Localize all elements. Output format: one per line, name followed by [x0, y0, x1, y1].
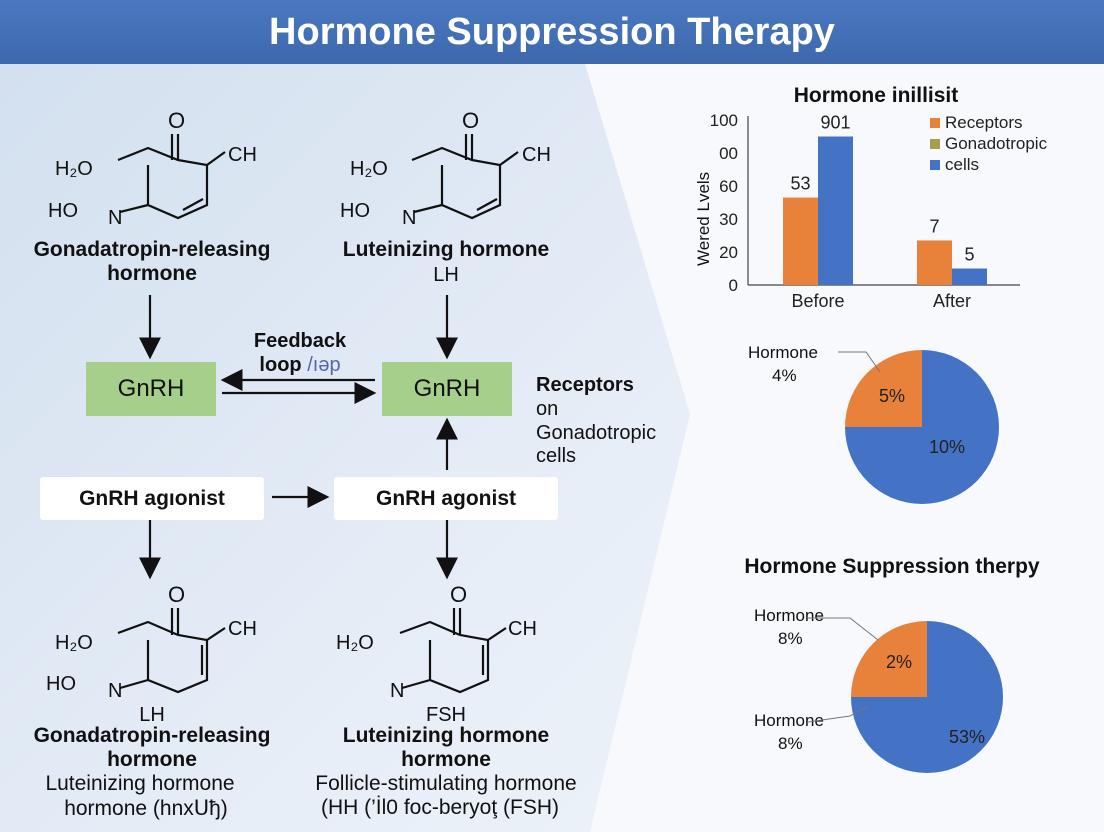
bottom-left-line3: Luteinizing hormone: [45, 772, 235, 795]
molecule-2-ch: CH: [522, 144, 551, 166]
legend-label: Receptors: [945, 113, 1022, 132]
bar-data-label: 5: [964, 245, 974, 265]
bottom-left-lh: LH: [139, 704, 165, 726]
bar-chart-title: Hormone inillisit: [793, 84, 959, 107]
page-title: Hormone Suppression Therapy: [0, 0, 1104, 64]
bar-data-label: 53: [790, 174, 810, 194]
gnrh-box-right: GnRH: [382, 362, 512, 416]
pie-slice: [851, 621, 927, 697]
molecule-2-structure: [411, 134, 519, 220]
receptors-label-line4: cells: [536, 445, 577, 467]
pie2-callout1-line1: Hormone: [754, 606, 824, 625]
legend-swatch-gonadotropic: [930, 139, 940, 149]
bottom-right-line2: hormone: [401, 748, 491, 771]
molecule-4-h2o: H₂O: [336, 632, 374, 654]
bottom-left-line2: hormone: [107, 748, 197, 771]
feedback-label-line1: Feedback: [253, 330, 347, 352]
molecule-1-ho: HO: [48, 200, 78, 222]
bar-chart-x-tick-label: Before: [791, 291, 844, 311]
bar-data-label: 901: [820, 113, 850, 133]
bottom-right-line3: Follicle-stimulating hormone: [315, 772, 577, 795]
molecule-1-h2o: H₂O: [55, 158, 93, 180]
bar-chart-y-tick-label: 100: [710, 111, 738, 130]
bar-chart-y-tick-label: 0: [729, 276, 738, 295]
bottom-left-line1: Gonadatropin-releasing: [33, 724, 271, 747]
molecule-3-h2o: H₂O: [55, 632, 93, 654]
molecule-4-ch: CH: [508, 618, 537, 640]
receptors-label-line3: Gonadotropic: [536, 422, 657, 444]
pie1-callout-line1: Hormone: [748, 343, 818, 362]
legend-label: cells: [945, 155, 979, 174]
bar-chart-y-tick-label: 60: [719, 177, 738, 196]
pie-slice-label: 10%: [929, 437, 965, 457]
molecule-4-structure: [399, 608, 507, 694]
molecule-4-oxygen: O: [450, 582, 468, 607]
molecule-1-structure: [117, 134, 226, 220]
bar-chart-x-tick-label: After: [933, 291, 971, 311]
gnrh-agonist-box-left: GnRH agıonist: [40, 477, 264, 520]
molecule-3-structure: [117, 608, 226, 694]
feedback-loop-extra: /ıəp: [307, 354, 341, 376]
receptors-label-line1: Receptors: [536, 374, 634, 396]
lh-top-label-line2: LH: [433, 264, 459, 286]
pie-callout-line: [838, 351, 881, 373]
molecule-2-ho: HO: [340, 200, 370, 222]
pie-slice-label: 53%: [949, 727, 985, 747]
bar-data-label: 7: [929, 216, 939, 236]
gnrh-box-left: GnRH: [86, 362, 216, 416]
pie-callout-line: [807, 705, 869, 723]
molecule-1-n: N: [108, 207, 123, 229]
pie2-title: Hormone Suppression therpy: [744, 555, 1040, 578]
molecule-2-h2o: H₂O: [350, 158, 388, 180]
bar-receptors-before: [783, 197, 818, 285]
bar-cells-before: [818, 136, 853, 285]
molecule-1-oxygen: O: [168, 108, 186, 133]
bar-chart-y-tick-label: 30: [719, 210, 738, 229]
legend-label: Gonadotropic: [945, 134, 1048, 153]
molecule-3-ch: CH: [228, 618, 257, 640]
pie-slice-label: 5%: [879, 386, 905, 406]
bar-chart-y-tick-label: 20: [719, 243, 738, 262]
bottom-right-line4: (HH (’İl0 foc-beryoţ (FSH): [320, 796, 560, 819]
molecule-3-ho: HO: [46, 673, 76, 695]
bottom-right-fsh: FSH: [426, 704, 466, 726]
legend-swatch-cells: [930, 160, 940, 170]
pie-slice: [845, 350, 922, 427]
molecule-3-n: N: [108, 680, 123, 702]
legend-swatch-receptors: [930, 118, 940, 128]
gnrh-top-label-line1: Gonadatropin-releasing: [33, 238, 271, 261]
feedback-loop-word: loop: [259, 354, 302, 376]
molecule-2-n: N: [402, 207, 417, 229]
pie2-callout1-line2: 8%: [778, 629, 803, 648]
receptors-label-line2: on: [536, 398, 559, 420]
feedback-label-line2: loop /ıəp: [259, 354, 340, 377]
bar-receptors-after: [917, 240, 952, 285]
molecule-4-n: N: [390, 680, 405, 702]
pie2-callout2-line1: Hormone: [754, 711, 824, 730]
bottom-right-line1: Luteinizing hormone: [342, 724, 550, 747]
pie-slice-label: 2%: [886, 652, 912, 672]
pie2-callout2-line2: 8%: [778, 734, 803, 753]
bar-cells-after: [952, 268, 987, 285]
molecule-2-oxygen: O: [462, 108, 480, 133]
molecule-1-ch: CH: [228, 144, 257, 166]
pie1-callout-line2: 4%: [772, 366, 797, 385]
gnrh-top-label-line2: hormone: [107, 262, 197, 285]
bar-chart-y-tick-label: 00: [719, 144, 738, 163]
bottom-left-line4: hormone (hnxՍђ): [64, 797, 228, 820]
gnrh-agonist-box-right: GnRH agonist: [334, 477, 558, 520]
pie-callout-line: [808, 617, 879, 641]
lh-top-label-line1: Luteinizing hormone: [342, 238, 550, 261]
molecule-3-oxygen: O: [168, 582, 186, 607]
